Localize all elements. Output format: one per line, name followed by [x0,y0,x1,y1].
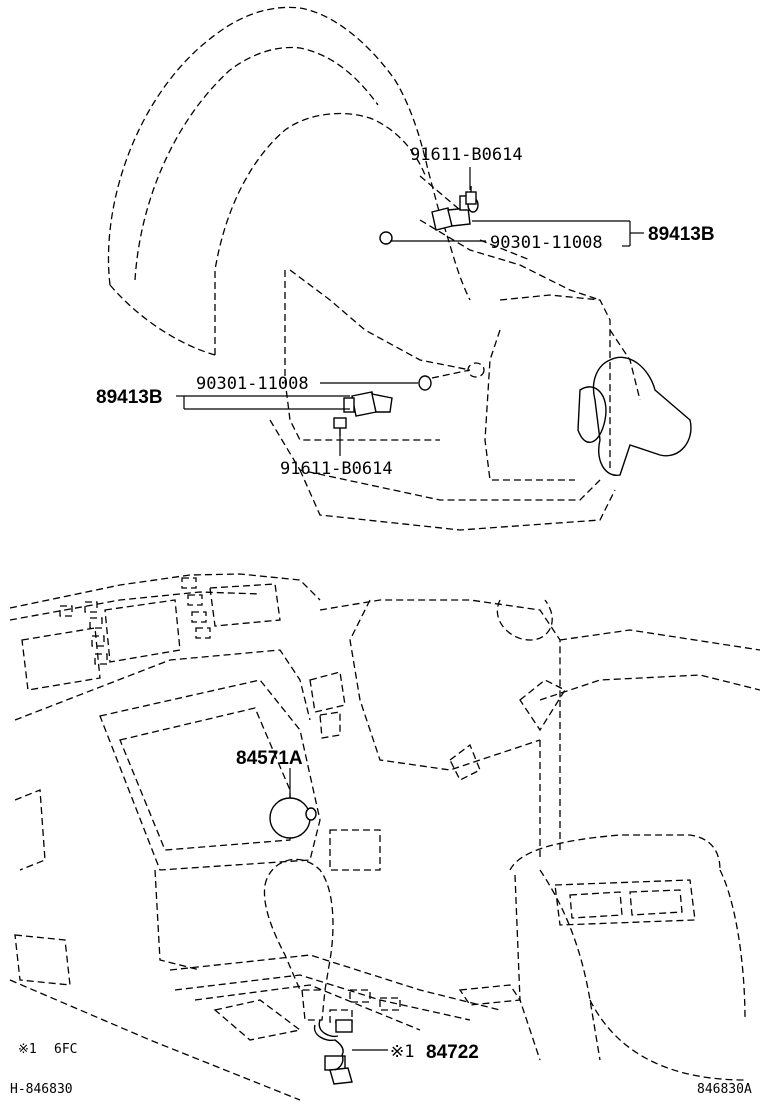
speed-sensor-upper [431,195,479,231]
leader-lines-upper [390,167,644,261]
gasket-upper-callout: 90301-11008 [490,233,603,253]
transmission-outline [107,6,692,531]
speed-sensor-lower [343,391,393,417]
footnote-text: 6FC [54,1042,77,1057]
bolt-upper-callout: 91611-B0614 [410,145,523,165]
shift-switch-mark: ※1 [390,1042,414,1062]
switch-callout: 84571A [236,748,303,769]
footnote-mark: ※1 [18,1042,37,1057]
bolt-lower [333,417,347,436]
switch-knob [269,797,317,839]
gasket-upper [379,231,393,245]
gasket-lower-callout: 90301-11008 [196,374,309,394]
sensor-lower-callout: 89413B [96,387,163,408]
dashboard-outline [9,573,760,1101]
leader-lines-lower [176,369,471,456]
drawing-id-right: 846830A [697,1082,752,1097]
sensor-upper-callout: 89413B [648,224,715,245]
shift-position-switch [313,1019,353,1085]
bolt-upper [465,186,477,205]
shift-switch-callout: 84722 [426,1042,479,1063]
bolt-lower-callout: 91611-B0614 [280,459,393,479]
gasket-lower [418,375,432,391]
shift-lever [263,858,334,1021]
drawing-id-left: H-846830 [10,1082,73,1097]
